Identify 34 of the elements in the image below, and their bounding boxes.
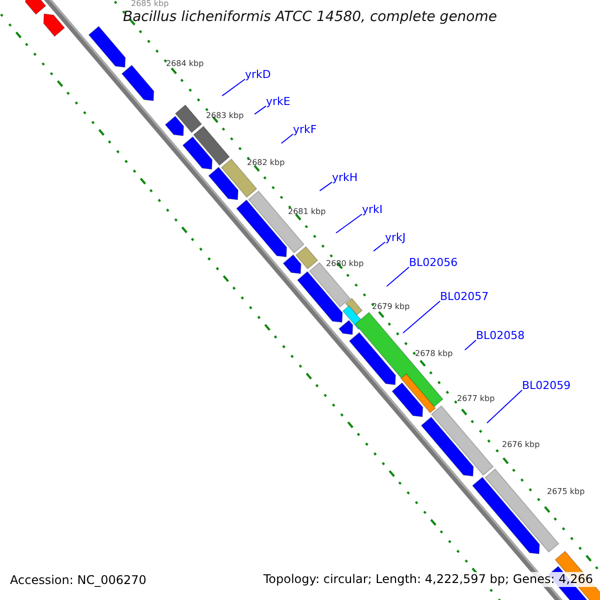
position-label: 2683 kbp xyxy=(206,112,244,121)
position-label: 2676 kbp xyxy=(502,441,540,450)
gene-label: BL02057 xyxy=(440,291,489,304)
position-label: 2675 kbp xyxy=(547,488,585,497)
leader-line xyxy=(486,390,522,424)
gene-label: yrkJ xyxy=(385,232,406,244)
gene-label: BL02058 xyxy=(476,330,525,342)
position-label: 2681 kbp xyxy=(288,208,326,217)
gene-label: BL02059 xyxy=(522,380,571,392)
position-label: 2677 kbp xyxy=(457,395,495,404)
leader-line xyxy=(319,182,332,192)
leader-line xyxy=(254,106,266,115)
leader-line xyxy=(280,134,294,144)
gene-label: yrkD xyxy=(245,69,271,82)
gene-label: yrkE xyxy=(266,96,290,108)
position-label: 2679 kbp xyxy=(372,303,410,312)
gene-label: BL02056 xyxy=(409,257,458,270)
position-label: 2678 kbp xyxy=(415,350,453,359)
position-label: 2685 kbp xyxy=(131,0,169,9)
leader-line xyxy=(464,340,476,350)
leader-line xyxy=(373,242,386,252)
gene-label: yrkI xyxy=(362,204,383,216)
gene-label: yrkH xyxy=(332,172,358,184)
position-label: 2680 kbp xyxy=(326,260,364,269)
position-label: 2684 kbp xyxy=(166,60,204,69)
title: Bacillus licheniformis ATCC 14580, complete genome xyxy=(122,10,498,26)
leader-line xyxy=(386,266,410,287)
leader-line xyxy=(402,300,440,334)
accession-text: Accession: NC_006270 xyxy=(10,574,146,588)
leader-line xyxy=(222,78,246,96)
position-label: 2682 kbp xyxy=(247,159,285,168)
leader-line xyxy=(336,214,362,234)
genome-info-text: Topology: circular; Length: 4,222,597 bp; Genes: 4,266 xyxy=(260,572,596,588)
gene-label: yrkF xyxy=(293,124,317,136)
